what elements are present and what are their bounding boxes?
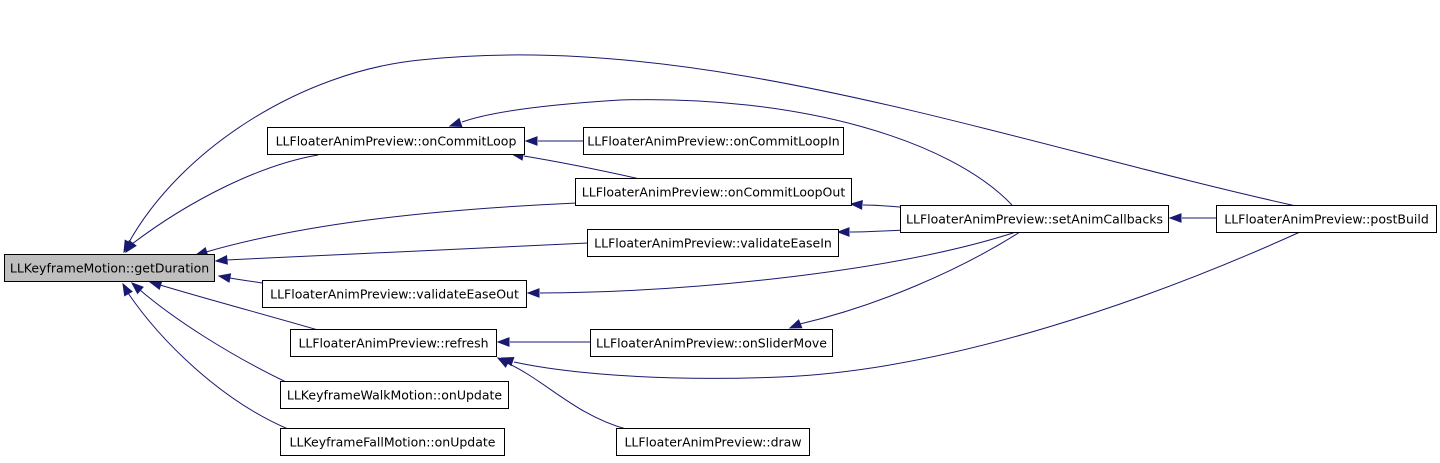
node-onCommitLoop[interactable]: LLFloaterAnimPreview::onCommitLoop	[267, 127, 525, 155]
node-label: LLKeyframeFallMotion::onUpdate	[290, 435, 496, 450]
node-box[interactable]	[575, 178, 852, 206]
edge-walkOnUpdate-to-getDuration	[130, 282, 287, 383]
edge-draw-to-refresh	[496, 357, 627, 430]
node-label: LLKeyframeWalkMotion::onUpdate	[287, 388, 503, 403]
edge-validateEaseOut-to-getDuration	[217, 273, 263, 284]
edge-setAnimCallbacks-to-validateEaseOut	[526, 231, 1017, 298]
node-label: LLFloaterAnimPreview::onSliderMove	[596, 336, 827, 351]
edge-setAnimCallbacks-to-validateEaseIn	[836, 227, 907, 237]
edge-arrowhead	[496, 357, 511, 368]
edge-arrowhead	[448, 117, 463, 128]
edge-line	[229, 277, 263, 284]
node-box[interactable]	[616, 428, 810, 456]
edge-arrowhead	[788, 319, 803, 329]
edge-arrowhead	[123, 239, 134, 254]
node-box[interactable]	[900, 205, 1169, 233]
edge-line	[139, 289, 287, 383]
edge-arrowhead	[130, 282, 144, 295]
edge-arrowhead	[496, 337, 510, 347]
edge-line	[225, 242, 589, 261]
node-box[interactable]	[280, 381, 509, 409]
edges-layer	[122, 54, 1301, 430]
node-postBuild[interactable]: LLFloaterAnimPreview::postBuild	[1216, 205, 1437, 233]
edge-line	[849, 229, 907, 233]
node-box[interactable]	[1216, 205, 1437, 233]
edge-line	[205, 202, 578, 253]
edge-arrowhead	[849, 200, 863, 210]
node-label: LLFloaterAnimPreview::refresh	[298, 336, 488, 351]
node-label: LLFloaterAnimPreview::validateEaseIn	[594, 236, 832, 251]
edge-refresh-to-getDuration	[148, 280, 319, 331]
edge-setAnimCallbacks-to-onSliderMove	[788, 231, 1021, 329]
node-box[interactable]	[280, 428, 505, 456]
edge-arrowhead	[524, 136, 538, 146]
edge-line	[127, 292, 289, 430]
edge-arrowhead	[217, 273, 232, 283]
edge-line	[506, 362, 627, 430]
node-label: LLFloaterAnimPreview::onCommitLoop	[276, 134, 517, 149]
edge-postBuild-to-getDuration	[123, 54, 1297, 254]
edge-onCommitLoopOut-to-getDuration	[194, 202, 578, 257]
edge-setAnimCallbacks-to-onCommitLoop	[448, 99, 1013, 206]
edge-line	[127, 54, 1297, 245]
node-getDuration[interactable]: LLKeyframeMotion::getDuration	[4, 254, 215, 282]
edge-fallOnUpdate-to-getDuration	[122, 282, 289, 430]
node-label: LLFloaterAnimPreview::validateEaseOut	[270, 287, 519, 302]
node-validateEaseOut[interactable]: LLFloaterAnimPreview::validateEaseOut	[262, 280, 527, 308]
node-box[interactable]	[4, 254, 215, 282]
node-box[interactable]	[590, 329, 833, 357]
edge-line	[159, 284, 319, 331]
edge-line	[131, 154, 319, 245]
node-setAnimCallbacks[interactable]: LLFloaterAnimPreview::setAnimCallbacks	[900, 205, 1169, 233]
node-label: LLFloaterAnimPreview::onCommitLoopOut	[582, 185, 846, 200]
node-label: LLKeyframeMotion::getDuration	[10, 261, 209, 276]
node-box[interactable]	[587, 229, 839, 257]
node-label: LLFloaterAnimPreview::draw	[624, 435, 801, 450]
edge-line	[523, 155, 641, 180]
edge-line	[461, 99, 1013, 206]
edge-validateEaseIn-to-getDuration	[214, 242, 589, 265]
node-validateEaseIn[interactable]: LLFloaterAnimPreview::validateEaseIn	[587, 229, 839, 257]
edge-setAnimCallbacks-to-onCommitLoopOut	[849, 200, 909, 210]
node-box[interactable]	[583, 127, 844, 155]
node-onCommitLoopOut[interactable]: LLFloaterAnimPreview::onCommitLoopOut	[575, 178, 852, 206]
node-label: LLFloaterAnimPreview::setAnimCallbacks	[906, 212, 1163, 227]
node-onCommitLoopIn[interactable]: LLFloaterAnimPreview::onCommitLoopIn	[583, 127, 844, 155]
edge-line	[539, 231, 1017, 294]
edge-arrowhead	[148, 280, 163, 291]
edge-postBuild-to-setAnimCallbacks	[1168, 213, 1216, 223]
node-walkOnUpdate[interactable]: LLKeyframeWalkMotion::onUpdate	[280, 381, 509, 409]
edge-onSliderMove-to-refresh	[496, 337, 591, 347]
edge-onCommitLoopIn-to-onCommitLoop	[524, 136, 584, 146]
edge-onCommitLoopOut-to-onCommitLoop	[510, 151, 641, 180]
node-refresh[interactable]: LLFloaterAnimPreview::refresh	[290, 329, 497, 357]
node-label: LLFloaterAnimPreview::onCommitLoopIn	[587, 134, 839, 149]
edge-arrowhead	[214, 254, 228, 265]
node-fallOnUpdate[interactable]: LLKeyframeFallMotion::onUpdate	[280, 428, 505, 456]
node-onSliderMove[interactable]: LLFloaterAnimPreview::onSliderMove	[590, 329, 833, 357]
node-label: LLFloaterAnimPreview::postBuild	[1224, 212, 1429, 227]
node-box[interactable]	[290, 329, 497, 357]
edge-arrowhead	[836, 227, 850, 237]
edge-line	[799, 231, 1021, 325]
node-box[interactable]	[262, 280, 527, 308]
node-box[interactable]	[267, 127, 525, 155]
edge-arrowhead	[1168, 213, 1182, 223]
nodes-layer: LLKeyframeMotion::getDurationLLFloaterAn…	[4, 127, 1437, 456]
node-draw[interactable]: LLFloaterAnimPreview::draw	[616, 428, 810, 456]
edge-arrowhead	[122, 282, 133, 297]
edge-line	[513, 231, 1301, 379]
edge-arrowhead	[526, 288, 540, 298]
